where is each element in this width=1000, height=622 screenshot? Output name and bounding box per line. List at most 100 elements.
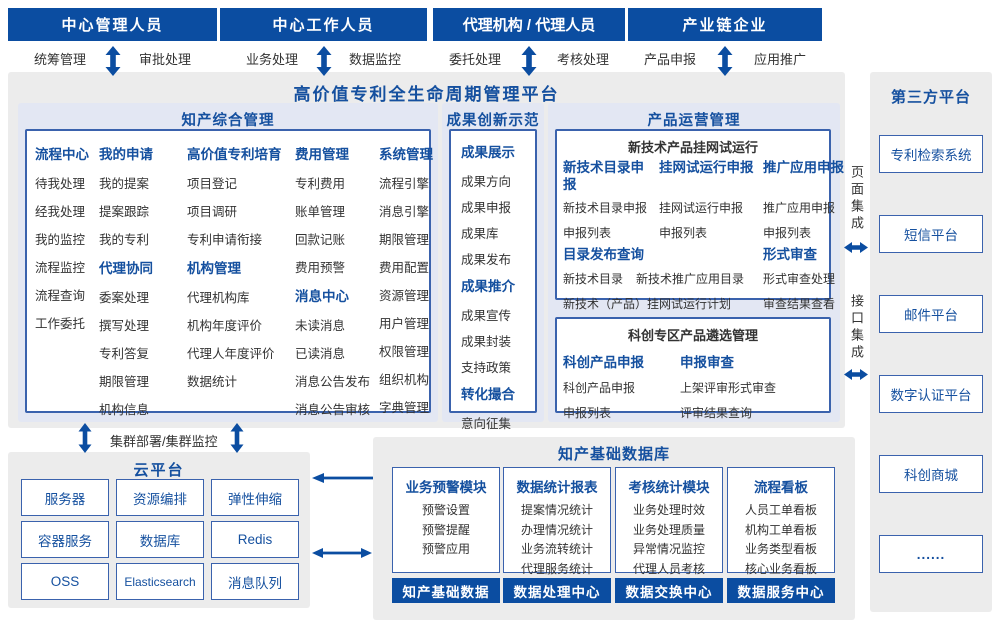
bar-ip-basic-data: 知产基础数据 xyxy=(392,578,500,603)
menu-item: 撰写处理 xyxy=(99,319,150,333)
module-process-kanban: 流程看板 人员工单看板 机构工单看板 业务类型看板 核心业务看板 xyxy=(727,467,835,576)
prod-column: 挂网试运行申报 挂网试运行申报 申报列表 xyxy=(659,159,755,249)
cloud-box-message-queue: 消息队列 xyxy=(211,563,299,600)
menu-item: 费用配置 xyxy=(379,261,430,275)
menu-item: 成果宣传 xyxy=(461,309,512,323)
menu-item: 业务流转统计 xyxy=(520,542,593,556)
group-header: 推广应用申报 xyxy=(763,160,844,175)
menu-item: 人员工单看板 xyxy=(744,503,817,517)
section-product-operations: 产品运营管理 新技术产品挂网试运行 新技术目录申报 新技术目录申报 申报列表 挂… xyxy=(548,103,844,422)
group-header: 成果推介 xyxy=(461,279,515,294)
section-title: 成果创新示范 xyxy=(446,113,540,129)
menu-item: 预警提醒 xyxy=(421,522,470,537)
menu-item: 预警设置 xyxy=(421,503,470,517)
bar-data-exchange-center: 数据交换中心 xyxy=(615,578,723,603)
menu-item: 我的专利 xyxy=(99,233,150,247)
menu-item: 期限管理 xyxy=(379,233,430,247)
menu-item: 推广应用申报 xyxy=(763,201,836,215)
cloud-box-redis: Redis xyxy=(211,521,299,558)
ip-column-my-application: 我的申请 我的提案 提案跟踪 我的专利 代理协同 委案处理 撰写处理 专利答复 … xyxy=(99,143,153,427)
menu-item: 流程引擎 xyxy=(379,177,430,191)
page-integration-label: 页面集成 xyxy=(849,165,864,233)
third-party-panel: 第三方平台 专利检索系统 短信平台 邮件平台 数字认证平台 科创商城 .....… xyxy=(870,72,992,612)
menu-item: 回款记账 xyxy=(295,233,346,247)
menu-item: 提案跟踪 xyxy=(99,205,150,219)
group-header: 挂网试运行申报 xyxy=(659,160,754,175)
menu-item: 用户管理 xyxy=(379,317,430,331)
menu-item: 代理人年度评价 xyxy=(187,347,275,361)
module-business-warning: 业务预警模块 预警设置 预警提醒 预警应用 xyxy=(392,467,500,573)
menu-item: 专利答复 xyxy=(99,347,150,361)
menu-item: 业务处理质量 xyxy=(632,522,705,537)
cloud-platform-panel: 云平台 服务器 资源编排 弹性伸缩 容器服务 数据库 Redis OSS Ela… xyxy=(8,452,310,608)
menu-item: 提案情况统计 xyxy=(520,503,593,517)
menu-item: 委案处理 xyxy=(99,291,150,305)
role-label-left: 委托处理 xyxy=(449,52,502,67)
role-label-right: 考核处理 xyxy=(556,52,609,67)
left-arrow-icon xyxy=(311,472,373,484)
platform-panel: 高价值专利全生命周期管理平台 知产综合管理 流程中心 待我处理 经我处理 我的监… xyxy=(8,72,845,483)
group-header: 成果展示 xyxy=(461,145,515,160)
group-header: 代理协同 xyxy=(99,261,153,276)
ip-data-hub-title: 知产基础数据库 xyxy=(557,446,670,463)
cloud-grid: 服务器 资源编排 弹性伸缩 容器服务 数据库 Redis OSS Elastic… xyxy=(21,479,299,600)
menu-item: 业务处理时效 xyxy=(632,503,705,517)
updown-arrow-icon xyxy=(521,46,537,76)
menu-item: 项目调研 xyxy=(187,205,238,219)
menu-item: 消息公告审核 xyxy=(295,403,371,417)
menu-item: 上架评审形式审查 xyxy=(680,381,777,395)
role-label-left: 产品申报 xyxy=(644,52,697,67)
third-party-box-sms: 短信平台 xyxy=(879,215,983,253)
menu-item: 我的提案 xyxy=(99,177,150,191)
menu-item: 挂网试运行申报 xyxy=(659,201,744,215)
menu-item: 新技术（产品）挂网试运行计划 xyxy=(563,297,732,311)
menu-item: 组织机构 xyxy=(379,373,430,387)
role-label-right: 审批处理 xyxy=(138,52,191,67)
role-title: 中心工作人员 xyxy=(220,8,427,41)
menu-item: 意向征集 xyxy=(461,417,512,431)
menu-item: 机构年度评价 xyxy=(187,319,263,333)
module-statistics-report: 数据统计报表 提案情况统计 办理情况统计 业务流转统计 代理服务统计 xyxy=(503,467,611,576)
menu-item: 流程监控 xyxy=(35,261,86,275)
group-header: 科创产品申报 xyxy=(563,355,644,370)
module-header: 流程看板 xyxy=(754,480,808,495)
leftright-arrow-icon xyxy=(843,368,869,381)
menu-item: 办理情况统计 xyxy=(520,522,593,537)
leftright-arrow-icon xyxy=(843,241,869,254)
prod-column: 新技术目录申报 新技术目录申报 申报列表 xyxy=(563,159,655,249)
updown-arrow-icon xyxy=(316,46,332,76)
menu-item: 预警应用 xyxy=(421,542,470,556)
role-title: 产业链企业 xyxy=(628,8,822,41)
prod-column: 申报审查 上架评审形式审查 评审结果查询 xyxy=(680,351,776,429)
updown-arrow-icon xyxy=(105,46,121,76)
prod-column: 科创产品申报 科创产品申报 申报列表 xyxy=(563,351,644,429)
cloud-box-autoscaling: 弹性伸缩 xyxy=(211,479,299,516)
third-party-box-more: ...... xyxy=(879,535,983,573)
group-header: 流程中心 xyxy=(35,147,89,162)
section-title: 产品运营管理 xyxy=(647,113,741,129)
updown-arrow-icon xyxy=(78,423,92,453)
menu-item: 成果申报 xyxy=(461,201,512,215)
prod-column: 推广应用申报 推广应用申报 申报列表 xyxy=(763,159,849,249)
menu-item: 数据统计 xyxy=(187,375,238,389)
third-party-box-digital-cert: 数字认证平台 xyxy=(879,375,983,413)
menu-item: 申报列表 xyxy=(659,226,708,240)
formal-review-group: 形式审查 形式审查处理 审查结果查看 xyxy=(763,243,835,320)
menu-item: 申报列表 xyxy=(563,406,612,420)
menu-item: 流程查询 xyxy=(35,289,86,303)
menu-item: 机构工单看板 xyxy=(744,522,817,537)
menu-item: 费用预警 xyxy=(295,261,346,275)
menu-item: 成果方向 xyxy=(461,175,512,189)
section-ip-management: 知产综合管理 流程中心 待我处理 经我处理 我的监控 流程监控 流程查询 工作委… xyxy=(18,103,438,422)
subbox-sci-tech-selection: 科创专区产品遴选管理 科创产品申报 科创产品申报 申报列表 申报审查 上架评审形… xyxy=(555,317,831,420)
catalog-publish-query-group: 目录发布查询 新技术目录 新技术推广应用目录 新技术（产品）挂网试运行计划 xyxy=(563,243,744,320)
role-title: 中心管理人员 xyxy=(8,8,217,41)
menu-item: 异常情况监控 xyxy=(632,542,705,556)
menu-item: 项目登记 xyxy=(187,177,238,191)
role-label-left: 业务处理 xyxy=(246,52,299,67)
menu-item: 代理人员考核 xyxy=(632,561,705,576)
menu-item: 期限管理 xyxy=(99,375,150,389)
leftright-arrow-icon xyxy=(311,547,373,559)
menu-item: 我的监控 xyxy=(35,233,86,247)
section-achievement-demo: 成果创新示范 成果展示 成果方向 成果申报 成果库 成果发布 成果推介 成果宣传… xyxy=(442,103,544,483)
